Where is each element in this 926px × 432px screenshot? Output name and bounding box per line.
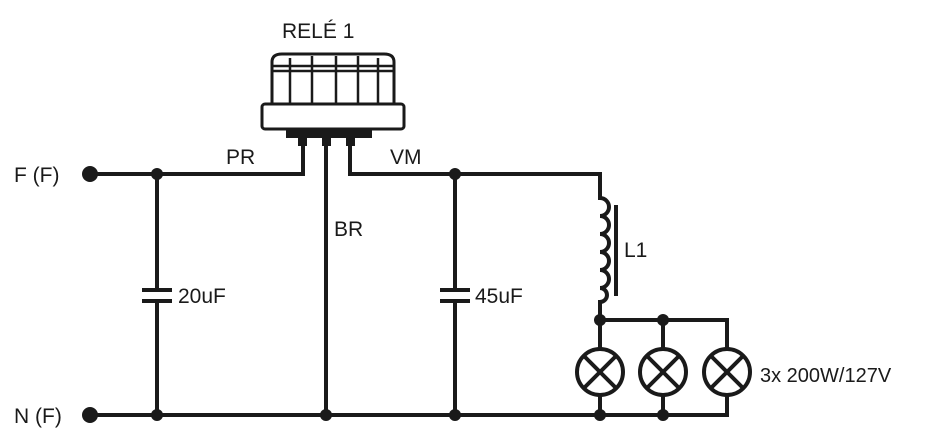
lamps-label: 3x 200W/127V — [760, 365, 892, 387]
capacitor-20uf-label: 20uF — [178, 285, 226, 308]
capacitor-45uf-label: 45uF — [475, 285, 523, 308]
inductor-label: L1 — [624, 239, 647, 262]
wire-pr-label: PR — [226, 146, 255, 169]
lamp-2 — [638, 347, 688, 397]
terminal-line-label: F (F) — [14, 164, 59, 187]
relay-title: RELÉ 1 — [282, 20, 354, 43]
wire-br-label: BR — [334, 218, 363, 241]
relay-connector — [286, 129, 372, 138]
inductor-l1 — [597, 195, 618, 305]
terminal-neutral — [82, 407, 98, 423]
wire-line — [90, 141, 305, 176]
wire-vm-label: VM — [390, 146, 422, 169]
lamp-3 — [702, 347, 752, 397]
relay-base — [260, 102, 406, 131]
relay-body — [260, 52, 406, 146]
lamp-1 — [575, 347, 625, 397]
terminal-neutral-label: N (F) — [14, 405, 62, 428]
terminal-line — [82, 166, 98, 182]
wires — [90, 141, 729, 417]
junctions — [151, 168, 669, 421]
capacitor-45uf — [440, 288, 470, 303]
capacitor-20uf — [142, 288, 172, 303]
wire-vm — [348, 141, 602, 200]
